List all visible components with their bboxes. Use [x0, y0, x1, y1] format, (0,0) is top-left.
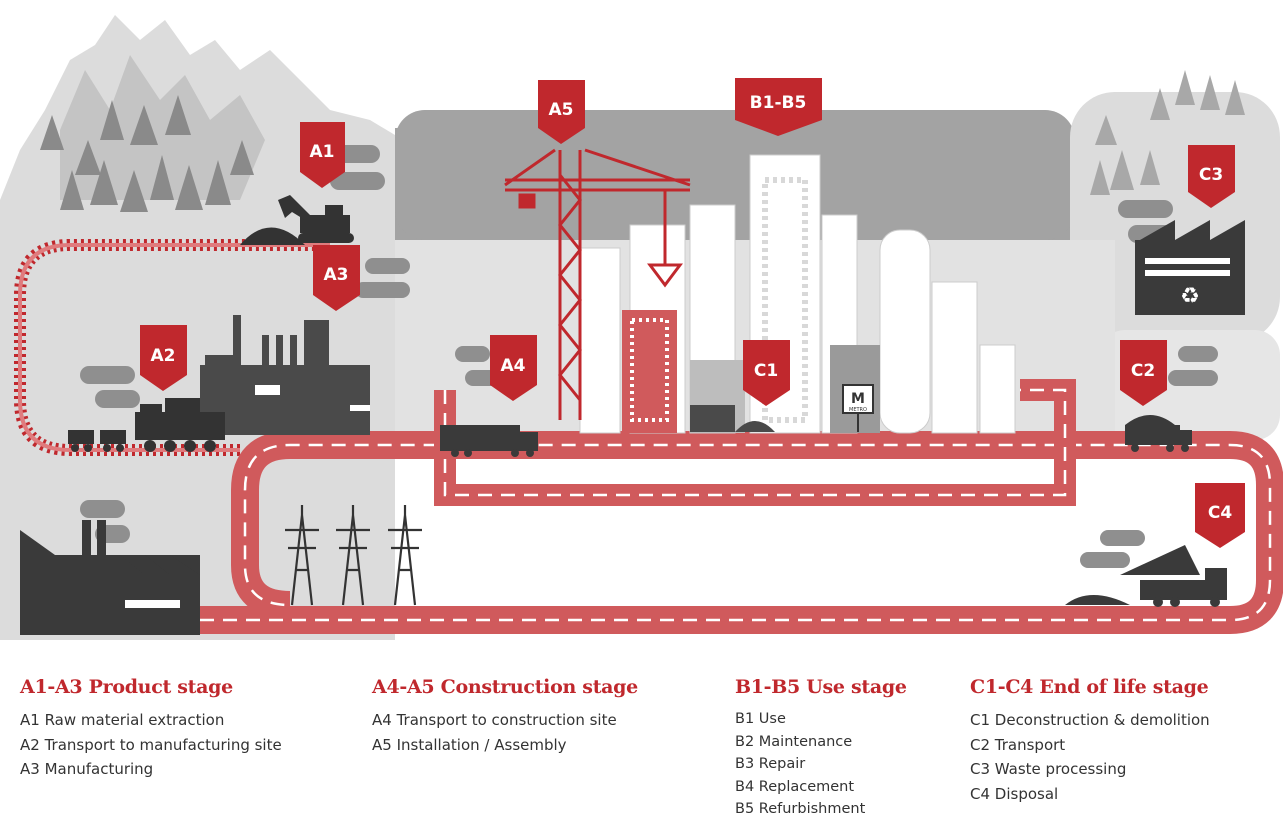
legend-item: B4 Replacement	[735, 778, 855, 795]
marker-b1-b5: B1-B5	[735, 78, 822, 136]
forest-left	[40, 95, 254, 212]
legend-use-stage: B1-B5 Use stage B1 Use B2 Maintenance B3…	[735, 676, 965, 821]
forest-right	[1090, 70, 1245, 195]
marker-c3-label: C3	[1199, 165, 1223, 185]
locomotive-icon	[68, 398, 225, 452]
marker-a5: A5	[538, 80, 585, 144]
marker-a2-label: A2	[151, 346, 176, 366]
marker-c1: C1	[743, 340, 790, 406]
legend-item: C4 Disposal	[970, 784, 1059, 803]
marker-c2: C2	[1120, 340, 1167, 406]
legend-construction-stage: A4-A5 Construction stage A4 Transport to…	[372, 676, 702, 757]
marker-a3: A3	[313, 245, 360, 311]
marker-c4-label: C4	[1208, 503, 1232, 523]
marker-a5-label: A5	[549, 100, 574, 120]
truck-a4-icon	[440, 425, 538, 457]
tower-crane-icon	[504, 148, 691, 420]
factory-a2-icon	[200, 315, 370, 435]
legend-item: B3 Repair	[735, 756, 806, 772]
marker-c4: C4	[1195, 483, 1245, 548]
legend-product-heading: A1-A3 Product stage	[20, 676, 233, 698]
road-network	[200, 379, 1283, 634]
marker-a4: A4	[490, 335, 537, 401]
marker-c2-label: C2	[1131, 361, 1155, 381]
legend-construction-heading: A4-A5 Construction stage	[372, 676, 638, 698]
marker-a4-label: A4	[501, 356, 526, 376]
railway-track	[14, 239, 330, 456]
marker-c1-label: C1	[754, 361, 778, 381]
marker-a3-label: A3	[324, 265, 349, 285]
legend-item: C2 Transport	[970, 735, 1066, 754]
legend-end-of-life-heading: C1-C4 End of life stage	[970, 676, 1209, 698]
legend-item: B2 Maintenance	[735, 733, 853, 750]
city-skyline	[579, 154, 1016, 434]
recycling-plant-icon: ♻	[1135, 220, 1245, 315]
legend-item: A4 Transport to construction site	[372, 711, 617, 729]
metro-sign-caption: METRO	[849, 407, 867, 413]
recycle-icon: ♻	[1180, 284, 1200, 309]
marker-a2: A2	[140, 325, 187, 391]
excavator-icon	[240, 195, 354, 245]
legend-item: A1 Raw material extraction	[20, 711, 225, 729]
legend-item: B1 Use	[735, 711, 786, 727]
stage-markers: A1 A2 A3 A4 A5 B1-B5 C1 C2	[140, 78, 1245, 548]
metro-sign-letter: M	[851, 391, 865, 407]
legend-item: A2 Transport to manufacturing site	[20, 735, 282, 754]
legend-item: C1 Deconstruction & demolition	[970, 711, 1210, 729]
marker-c3: C3	[1188, 145, 1235, 208]
demolition-rubble-icon	[690, 405, 775, 432]
lifecycle-illustration: M METRO ♻ A1 A2 A3	[0, 15, 1283, 640]
legend-item: B5 Refurbishment	[735, 801, 866, 817]
marker-b1-b5-label: B1-B5	[750, 93, 807, 113]
power-pylons-icon	[285, 505, 422, 606]
legend-item: C3 Waste processing	[970, 760, 1127, 778]
legend-use-heading: B1-B5 Use stage	[735, 676, 907, 698]
marker-a1: A1	[300, 122, 345, 188]
dump-truck-icon	[1065, 545, 1227, 607]
metro-sign: M METRO	[842, 384, 874, 432]
legend-item: A3 Manufacturing	[20, 760, 154, 778]
legend-end-of-life-stage: C1-C4 End of life stage C1 Deconstructio…	[970, 676, 1275, 806]
legend-item: A5 Installation / Assembly	[372, 735, 567, 754]
legend-product-stage: A1-A3 Product stage A1 Raw material extr…	[20, 676, 350, 782]
factory-left-icon	[20, 520, 200, 635]
truck-c2-icon	[1125, 415, 1192, 452]
marker-a1-label: A1	[310, 142, 335, 162]
